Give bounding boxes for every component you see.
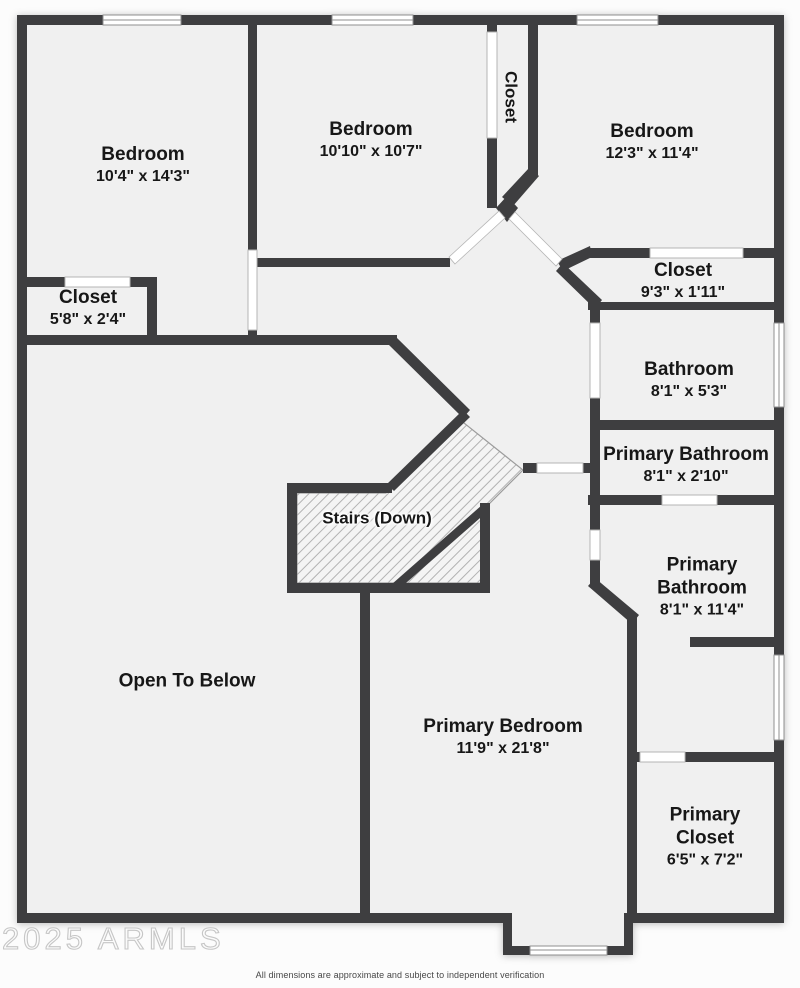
disclaimer-text: All dimensions are approximate and subje…	[255, 970, 545, 980]
door-openings	[64, 31, 744, 763]
armls-watermark: 2025 ARMLS	[1, 920, 225, 956]
windows	[102, 14, 785, 956]
